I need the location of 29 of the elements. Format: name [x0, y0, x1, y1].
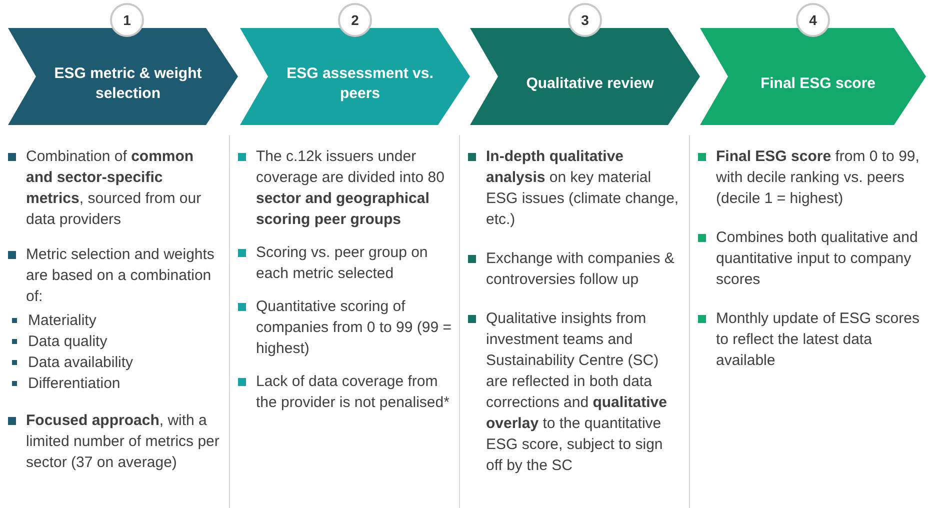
step-number-circle: 1	[110, 3, 144, 37]
chevron-step	[700, 28, 926, 125]
bullet-text: The c.12k issuers under coverage are divided into 80 sector and geographical scoring peer groups	[256, 147, 446, 230]
bullet-text: Quantitative scoring of companies from 0 to 99 (99 = highest)	[256, 297, 452, 359]
chevron-step	[240, 28, 470, 125]
bullet-text: Data availability	[28, 353, 134, 373]
bullet-text: Exchange with companies & controversies follow up	[486, 249, 676, 290]
step-number-circle: 2	[338, 3, 372, 37]
step-number-circle: 4	[796, 3, 830, 37]
step-title: Final ESG score	[759, 74, 877, 94]
bullet-text: Metric selection and weights are based on a combination of:	[26, 245, 216, 307]
bullet-text: In-depth qualitative analysis on key material ESG issues (climate change, etc.)	[486, 147, 680, 230]
bullet-text: Combines both qualitative and quantitative input to company scores	[716, 228, 919, 290]
bullet-text: Qualitative insights from investment teams and Sustainability Centre (SC) are reflected in both data corrections and qualitative overlay to the quantitative ESG score, subject to sign off by the SC	[486, 309, 668, 476]
bullet-text: Final ESG score from 0 to 99, with decile ranking vs. peers (decile 1 = highest)	[716, 147, 920, 209]
bullet-text: Data quality	[28, 332, 108, 352]
bullet-text: Focused approach, with a limited number of metrics per sector (37 on average)	[26, 411, 220, 473]
chevron-step	[470, 28, 700, 125]
bullet-text: Differentiation	[28, 374, 122, 394]
bullet-text: Combination of common and sector-specific metrics, sourced from our data providers	[26, 147, 202, 230]
bullet-text: Materiality	[28, 311, 98, 331]
step-title: ESG assessment vs. peers	[286, 64, 434, 104]
step-title: Qualitative review	[525, 74, 655, 94]
step-number-circle: 3	[568, 3, 602, 37]
bullet-text: Monthly update of ESG scores to reflect the latest data available	[716, 309, 920, 371]
chevron-step	[8, 28, 238, 125]
step-title: ESG metric & weight selection	[53, 64, 203, 104]
bullet-text: Scoring vs. peer group on each metric selected	[256, 243, 429, 284]
bullet-text: Lack of data coverage from the provider is not penalised*	[256, 372, 450, 413]
